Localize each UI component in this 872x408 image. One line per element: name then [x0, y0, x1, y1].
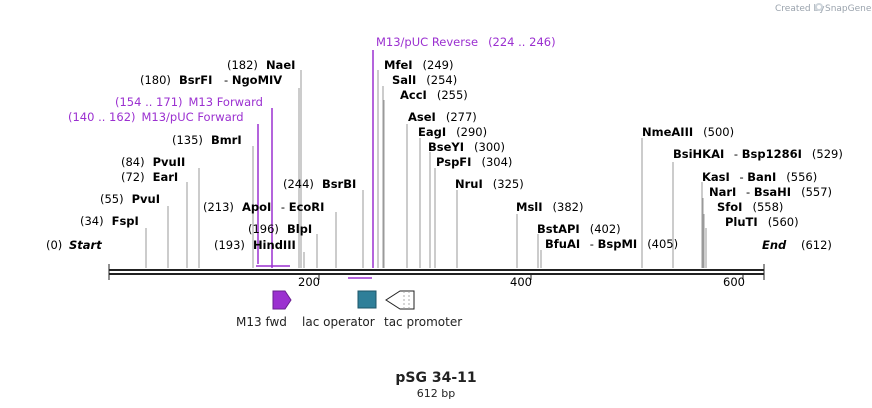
primer-label-m13-puc-forward: (140 .. 162)M13/pUC Forward [68, 110, 244, 124]
site-label-asei: AseI(277) [408, 110, 477, 124]
axis-tick-label-400: 400 [510, 275, 532, 289]
axis-tick-label-200: 200 [298, 275, 320, 289]
site-label-bfuai: BfuAI - BspMI(405) [545, 237, 678, 251]
map-title: pSG 34-11 [395, 370, 476, 386]
site-label-naei: (182)NaeI [227, 58, 295, 72]
site-label-sfoi: SfoI(558) [717, 200, 783, 214]
site-label-bseyi: BseYI(300) [428, 140, 505, 154]
site-label-bsihkai: BsiHKAI - Bsp1286I(529) [673, 147, 843, 161]
axis-tick-label-600: 600 [723, 275, 745, 289]
primer-lines [256, 50, 374, 279]
start-pos: (0) [46, 238, 62, 252]
site-label-nari: NarI - BsaHI(557) [709, 185, 832, 199]
m13-fwd-feature-icon [272, 290, 292, 310]
primer-label-m13-forward: (154 .. 171)M13 Forward [115, 95, 263, 109]
map-subtitle: 612 bp [417, 387, 455, 400]
site-label-fspi: (34)FspI [80, 214, 139, 228]
site-leader-lines [145, 70, 707, 268]
axis-ticks [318, 274, 744, 280]
lac-operator-feature-icon [357, 290, 377, 309]
site-label-nmeaiii: NmeAIII(500) [642, 125, 734, 139]
site-label-apoi: (213)ApoI - EcoRI [203, 200, 324, 214]
site-label-bstapi: BstAPI(402) [537, 222, 621, 236]
feature-label-tac-promoter: tac promoter [384, 315, 462, 329]
end-label: End [762, 238, 787, 252]
feature-label-m13-fwd: M13 fwd [236, 315, 287, 329]
primer-label-m13-puc-reverse: M13/pUC Reverse(224 .. 246) [376, 35, 556, 49]
site-label-hindiii: (193)HindIII [214, 238, 296, 252]
end-pos: (612) [801, 238, 832, 252]
start-label: Start [69, 238, 102, 252]
sequence-backbone [108, 264, 765, 280]
site-label-acci: AccI(255) [400, 88, 468, 102]
site-label-kasi: KasI - BanI(556) [702, 170, 817, 184]
credit-brand: SnapGene [825, 4, 872, 14]
site-label-nrui: NruI(325) [455, 177, 524, 191]
feature-label-lac-operator: lac operator [302, 315, 375, 329]
site-label-sali: SalI(254) [392, 73, 457, 87]
snapgene-logo-icon [815, 3, 823, 11]
site-label-mfei: MfeI(249) [384, 58, 453, 72]
credit-text: Created by [775, 4, 825, 14]
site-label-pvui: (55)PvuI [100, 192, 160, 206]
site-label-bsrfi: (180)BsrFI - NgoMIV [140, 73, 282, 87]
site-label-blpi: (196)BlpI [248, 222, 312, 236]
site-label-eari: (72)EarI [121, 170, 178, 184]
site-label-eagi: EagI(290) [418, 125, 487, 139]
site-label-pvuii: (84)PvuII [121, 155, 185, 169]
site-label-bsrbi: (244)BsrBI [283, 177, 356, 191]
site-label-pluti: PluTI(560) [725, 215, 799, 229]
tac-promoter-feature-icon [385, 290, 415, 310]
site-label-msli: MslI(382) [516, 200, 583, 214]
site-label-pspfi: PspFI(304) [436, 155, 512, 169]
site-label-bmri: (135)BmrI [172, 133, 242, 147]
